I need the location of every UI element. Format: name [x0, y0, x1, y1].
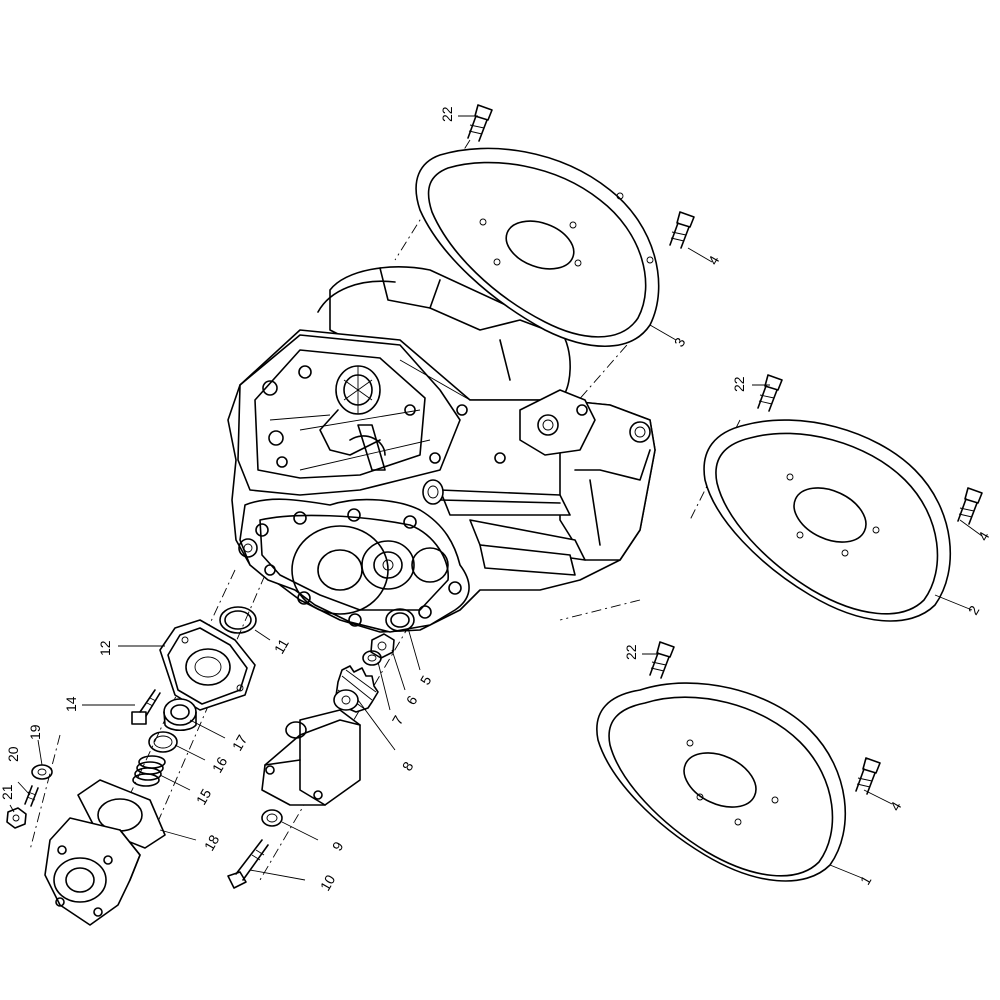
washer-19	[31, 764, 53, 780]
callout-18: 18	[201, 832, 223, 854]
callout-7: 7	[389, 713, 407, 728]
bolt-4-c	[855, 757, 881, 795]
callout-15: 15	[193, 786, 215, 808]
washer-7	[362, 650, 382, 666]
stud-20	[24, 785, 39, 807]
bolt-4-b	[957, 487, 983, 525]
callout-6: 6	[403, 693, 421, 708]
callout-8: 8	[399, 759, 417, 774]
callout-21: 21	[0, 784, 15, 800]
seal-ring-11	[219, 606, 257, 634]
nut-21	[6, 807, 27, 829]
callout-1: 1	[857, 873, 875, 888]
callout-2: 2	[965, 603, 983, 618]
coupler-17	[163, 698, 197, 732]
small-pump	[44, 817, 141, 926]
callout-22-bottom: 22	[623, 644, 639, 660]
bolt-22-b	[757, 374, 783, 412]
washer-9	[261, 809, 283, 827]
callout-16: 16	[209, 754, 231, 776]
callout-5: 5	[417, 673, 435, 688]
cover-2	[703, 419, 952, 622]
main-housing	[227, 266, 656, 633]
callout-9: 9	[329, 839, 347, 854]
bolt-22-a	[467, 104, 493, 142]
bolt-22-c	[649, 641, 675, 679]
bolt-4-a	[669, 211, 695, 249]
callout-11: 11	[271, 636, 292, 657]
seal-ring-5	[385, 608, 415, 632]
callout-4-bottom: 4	[887, 799, 905, 814]
bolt-14	[131, 689, 161, 725]
nut-6	[370, 633, 395, 659]
callout-14: 14	[63, 696, 79, 712]
bolt-10	[227, 839, 269, 889]
leader-lines	[9, 115, 983, 881]
callout-22-top: 22	[439, 106, 455, 122]
spring-15	[132, 755, 166, 787]
callout-4-top: 4	[705, 253, 723, 268]
callout-22-middle: 22	[731, 376, 747, 392]
gear-8	[333, 665, 379, 713]
ring-16	[148, 731, 178, 753]
callout-19: 19	[27, 724, 43, 740]
motor-block	[261, 709, 361, 806]
callout-10: 10	[317, 872, 339, 894]
callout-3: 3	[671, 335, 689, 350]
callout-20: 20	[5, 746, 21, 762]
callout-4-middle: 4	[975, 529, 993, 544]
callout-12: 12	[97, 640, 113, 656]
cover-1	[596, 682, 847, 882]
cover-3	[415, 147, 660, 348]
callout-17: 17	[229, 732, 251, 754]
